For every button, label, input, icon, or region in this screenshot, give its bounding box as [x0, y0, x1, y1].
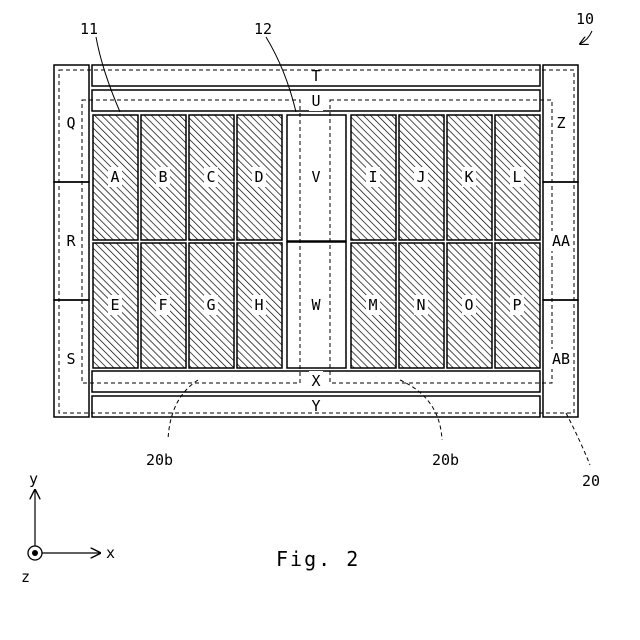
- cell-grid: [93, 115, 540, 368]
- leader-20: [566, 413, 590, 465]
- label-text: AB: [552, 350, 570, 368]
- label-text: L: [512, 168, 521, 186]
- label-q: Q: [64, 113, 78, 133]
- label-d: D: [252, 167, 266, 187]
- axis-label-z: z: [21, 568, 30, 586]
- label-text: U: [311, 92, 320, 110]
- label-k: K: [462, 167, 476, 187]
- z-axis-dot: [32, 550, 38, 556]
- label-j: J: [414, 167, 428, 187]
- leader-10: [580, 31, 592, 44]
- label-text: O: [464, 296, 473, 314]
- label-v: V: [311, 168, 320, 186]
- label-u: U: [309, 91, 323, 111]
- label-text: C: [206, 168, 215, 186]
- label-t: T: [311, 67, 320, 85]
- axis-label-y: y: [29, 470, 38, 488]
- label-b: B: [156, 167, 170, 187]
- label-text: AA: [552, 232, 570, 250]
- ref-20b-right: 20b: [432, 451, 459, 469]
- label-text: J: [416, 168, 425, 186]
- label-text: F: [158, 296, 167, 314]
- label-text: H: [254, 296, 263, 314]
- label-i: I: [366, 167, 380, 187]
- label-text: G: [206, 296, 215, 314]
- ref-10: 10: [576, 10, 594, 28]
- label-text: D: [254, 168, 263, 186]
- label-x: X: [309, 371, 323, 391]
- label-text: M: [368, 296, 377, 314]
- label-z: Z: [554, 113, 568, 133]
- ref-20: 20: [582, 472, 600, 490]
- label-m: M: [366, 295, 380, 315]
- coordinate-axes: y x z: [21, 470, 115, 586]
- axis-label-x: x: [106, 544, 115, 562]
- label-text: X: [311, 372, 320, 390]
- label-aa: AA: [550, 231, 572, 251]
- leader-20b-right: [400, 380, 442, 440]
- label-text: T: [311, 67, 320, 85]
- label-p: P: [510, 295, 524, 315]
- label-text: K: [464, 168, 473, 186]
- figure-caption: Fig. 2: [276, 547, 360, 571]
- label-l: L: [510, 167, 524, 187]
- label-a: A: [108, 167, 122, 187]
- label-text: A: [110, 168, 119, 186]
- leader-12: [266, 37, 296, 112]
- label-y: Y: [311, 397, 320, 415]
- label-text: S: [66, 350, 75, 368]
- label-f: F: [156, 295, 170, 315]
- label-ab: AB: [550, 349, 572, 369]
- label-s: S: [64, 349, 78, 369]
- ref-12: 12: [254, 20, 272, 38]
- label-g: G: [204, 295, 218, 315]
- ref-11: 11: [80, 20, 98, 38]
- label-c: C: [204, 167, 218, 187]
- label-n: N: [414, 295, 428, 315]
- label-text: Q: [66, 114, 75, 132]
- label-text: I: [368, 168, 377, 186]
- label-w: W: [311, 296, 321, 314]
- ref-20b-left: 20b: [146, 451, 173, 469]
- label-e: E: [108, 295, 122, 315]
- label-text: E: [110, 296, 119, 314]
- label-text: Y: [311, 397, 320, 415]
- label-r: R: [64, 231, 78, 251]
- label-text: P: [512, 296, 521, 314]
- label-text: V: [311, 168, 320, 186]
- leader-20b-left: [168, 380, 198, 440]
- label-text: B: [158, 168, 167, 186]
- leader-11: [96, 37, 120, 112]
- label-text: N: [416, 296, 425, 314]
- label-o: O: [462, 295, 476, 315]
- label-text: R: [66, 232, 76, 250]
- label-text: W: [311, 296, 321, 314]
- label-text: Z: [556, 114, 565, 132]
- label-h: H: [252, 295, 266, 315]
